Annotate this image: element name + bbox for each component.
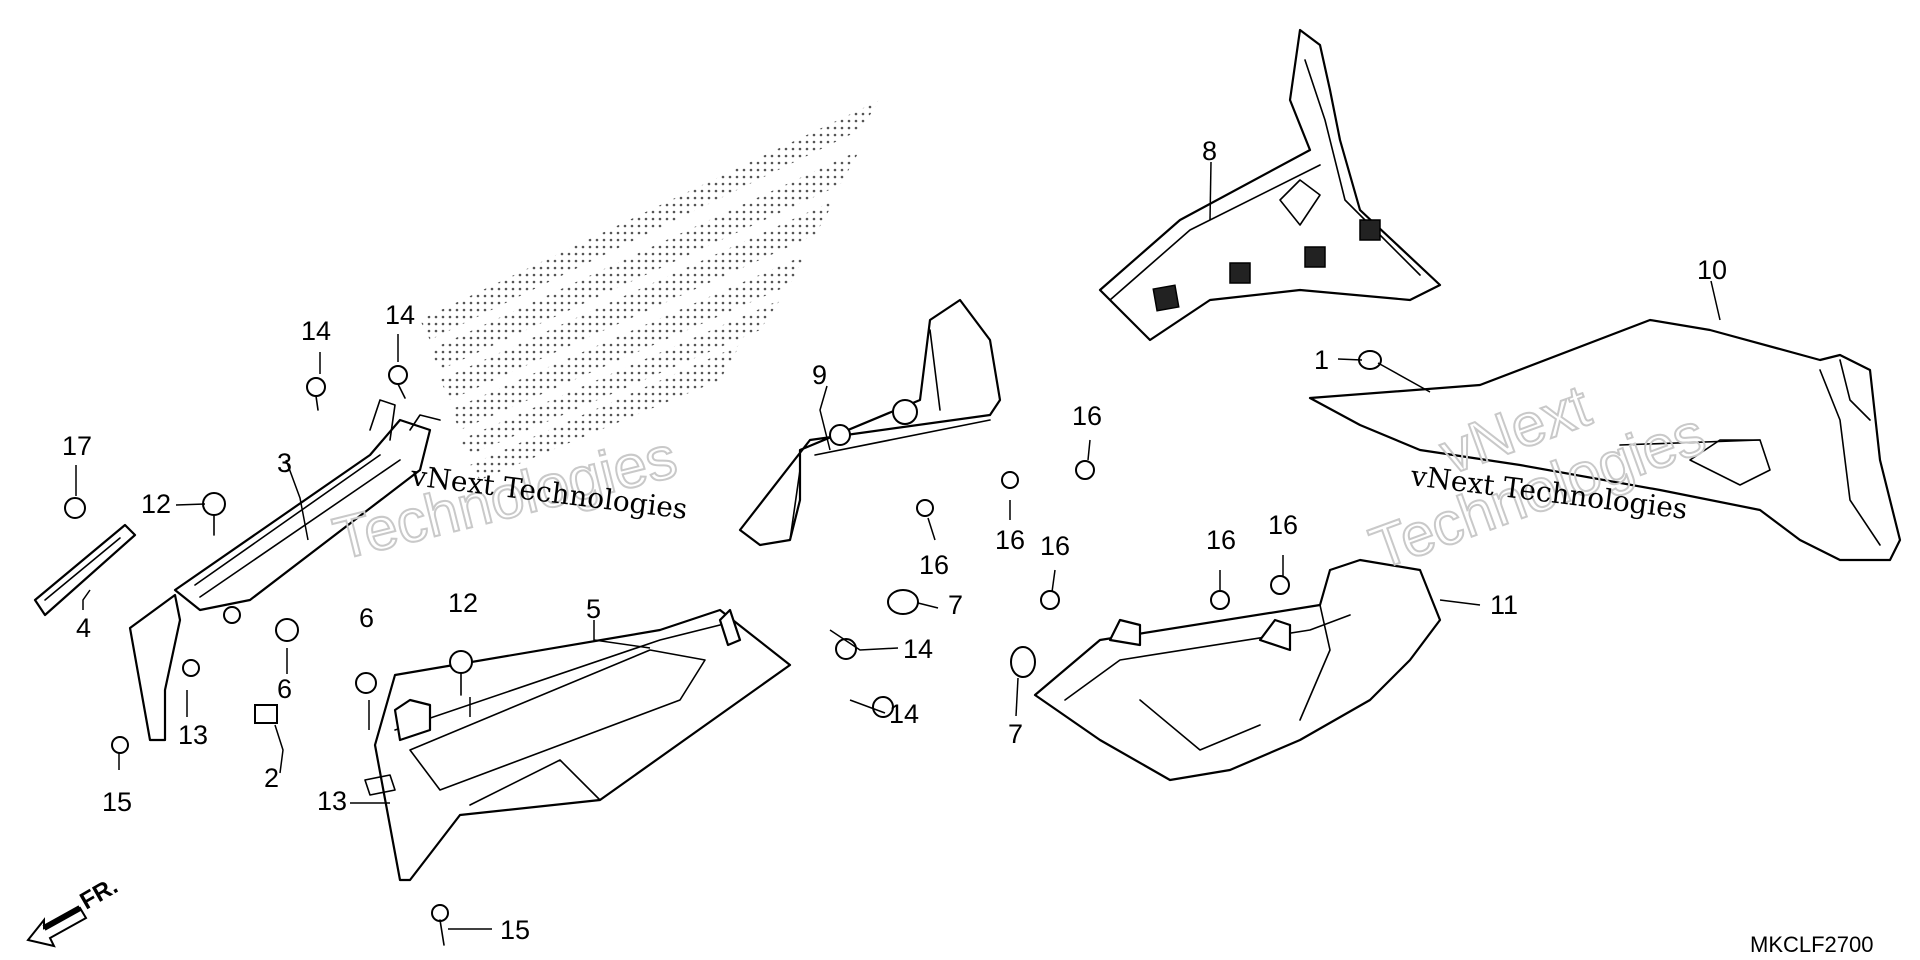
callout-12-left: 12 — [141, 489, 171, 519]
callout-17: 17 — [62, 431, 92, 461]
part-8-upper-cover — [1098, 28, 1442, 342]
callout-10: 10 — [1697, 255, 1727, 285]
callout-7-upper: 7 — [948, 590, 963, 620]
part-5-lower-cover — [373, 608, 792, 882]
callout-15-right: 15 — [500, 915, 530, 945]
callout-16-d: 16 — [1040, 531, 1070, 561]
callout-6-right: 6 — [277, 674, 292, 704]
callout-13-left: 13 — [178, 720, 208, 750]
callout-5: 5 — [586, 594, 601, 624]
callout-14-d: 14 — [889, 699, 919, 729]
callout-16-b: 16 — [995, 525, 1025, 555]
wing-logo — [420, 100, 880, 480]
callout-14-c: 14 — [903, 634, 933, 664]
callout-labels: 1 2 3 4 5 6 6 7 7 8 9 10 11 12 12 13 13 … — [62, 136, 1727, 945]
callout-12-right: 12 — [448, 588, 478, 618]
part-11-lower-cover — [1033, 558, 1442, 782]
callout-7-lower: 7 — [1008, 719, 1023, 749]
callout-14-b: 14 — [385, 300, 415, 330]
hardware — [64, 350, 1382, 946]
front-direction-arrow: FR. — [26, 872, 123, 948]
part-4-plate — [33, 523, 137, 617]
fr-label: FR. — [76, 872, 123, 915]
callout-13-right: 13 — [317, 786, 347, 816]
diagram-code: MKCLF2700 — [1750, 932, 1874, 957]
leader-lines — [75, 161, 1721, 930]
callout-6-left: 6 — [359, 603, 374, 633]
callout-1: 1 — [1314, 345, 1329, 375]
callout-16-a: 16 — [1072, 401, 1102, 431]
callout-9: 9 — [812, 360, 827, 390]
callout-16-c: 16 — [919, 550, 949, 580]
part-9-bracket — [738, 298, 1002, 547]
callout-15-left: 15 — [102, 787, 132, 817]
callout-8: 8 — [1202, 136, 1217, 166]
callout-3: 3 — [277, 448, 292, 478]
callout-16-f: 16 — [1268, 510, 1298, 540]
callout-4: 4 — [76, 613, 91, 643]
callout-11: 11 — [1490, 590, 1518, 620]
callout-2: 2 — [264, 763, 279, 793]
callout-14-a: 14 — [301, 316, 331, 346]
callout-16-e: 16 — [1206, 525, 1236, 555]
part-10-side-cover — [1308, 318, 1902, 562]
